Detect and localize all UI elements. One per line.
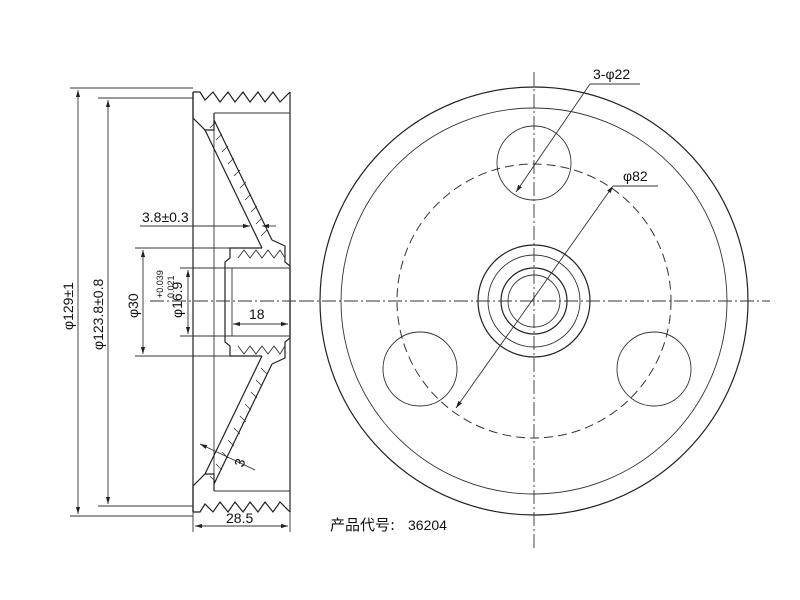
label-total-width: 28.5: [226, 510, 253, 526]
section-view: [150, 90, 310, 514]
product-code-label: 产品代号:: [330, 516, 395, 534]
dim-line-wall-thickness: [199, 443, 256, 471]
upper-web-outer: [204, 129, 263, 249]
product-code: 产品代号: 36204: [330, 516, 447, 534]
hub-teeth-bottom: [237, 345, 286, 355]
lower-web-hatch: [209, 367, 268, 483]
hole-right: [616, 331, 692, 407]
label-web-thickness: 3.8±0.3: [142, 209, 189, 225]
label-holes: 3-φ22: [593, 66, 630, 82]
label-bore-tol-lower: 0.021: [166, 275, 176, 298]
hub-outline: [224, 247, 262, 357]
label-wall-thickness: 3: [231, 456, 249, 469]
label-groove-diameter: φ123.8±0.8: [90, 279, 106, 350]
hole-leader: [515, 83, 591, 193]
product-code-value: 36204: [408, 517, 447, 533]
label-hub-diameter: φ30: [125, 293, 141, 318]
label-pcd: φ82: [623, 168, 648, 184]
label-outer-diameter: φ129±1: [60, 282, 76, 330]
lower-web-inner: [213, 363, 273, 485]
bottom-groove-teeth: [193, 500, 291, 514]
section-dimensions: φ129±1 φ123.8±0.8 φ30 φ16.9 +0.039 0.021…: [60, 87, 291, 532]
hub-teeth-top: [237, 249, 286, 259]
label-bore-tol-upper: +0.039: [155, 270, 165, 298]
upper-web-hatch: [209, 121, 268, 237]
hole-left: [382, 331, 458, 407]
top-groove-teeth: [193, 90, 291, 104]
pcd-leader: [455, 185, 614, 409]
hub-right: [271, 239, 291, 365]
label-bore-diameter: φ16.9: [169, 281, 185, 318]
lower-web-outer: [204, 355, 263, 475]
label-hub-width: 18: [249, 306, 265, 322]
front-view: 3-φ22 φ82: [300, 66, 770, 548]
upper-web-inner: [213, 119, 273, 241]
